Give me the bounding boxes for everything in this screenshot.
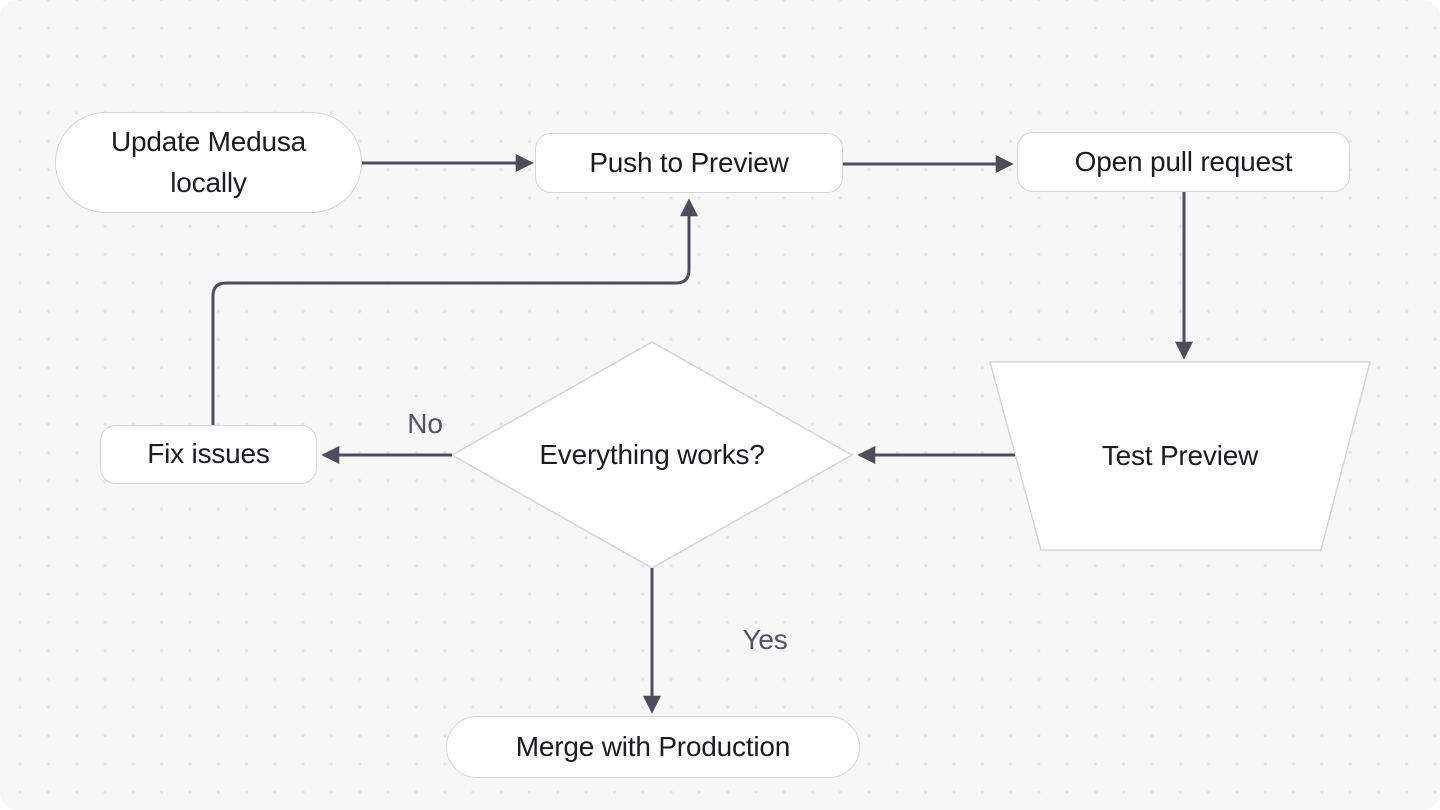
node-merge-with-production: Merge with Production bbox=[446, 716, 860, 778]
node-label: Update Medusa locally bbox=[110, 126, 307, 198]
node-label: Everything works? bbox=[539, 438, 765, 470]
node-label: Push to Preview bbox=[589, 146, 789, 178]
node-push-to-preview: Push to Preview bbox=[535, 133, 843, 193]
node-decision-everything-works: Everything works? bbox=[452, 342, 852, 568]
test-preview-trapezoid-shape bbox=[989, 361, 1371, 551]
node-update-medusa-locally: Update Medusa locally bbox=[55, 112, 362, 213]
node-label: Merge with Production bbox=[515, 730, 791, 762]
decision-diamond-shape bbox=[450, 341, 854, 569]
node-label: Fix issues bbox=[147, 438, 270, 470]
node-fix-issues: Fix issues bbox=[100, 425, 317, 484]
node-open-pull-request: Open pull request bbox=[1017, 132, 1350, 192]
edge-fixissues-to-push-loop bbox=[211, 198, 698, 425]
node-test-preview: Test Preview bbox=[990, 362, 1370, 550]
node-label: Open pull request bbox=[1074, 145, 1293, 177]
node-label: Test Preview bbox=[1101, 439, 1259, 471]
edge-label-no: No bbox=[407, 408, 443, 439]
edge-label-yes: Yes bbox=[742, 624, 788, 655]
